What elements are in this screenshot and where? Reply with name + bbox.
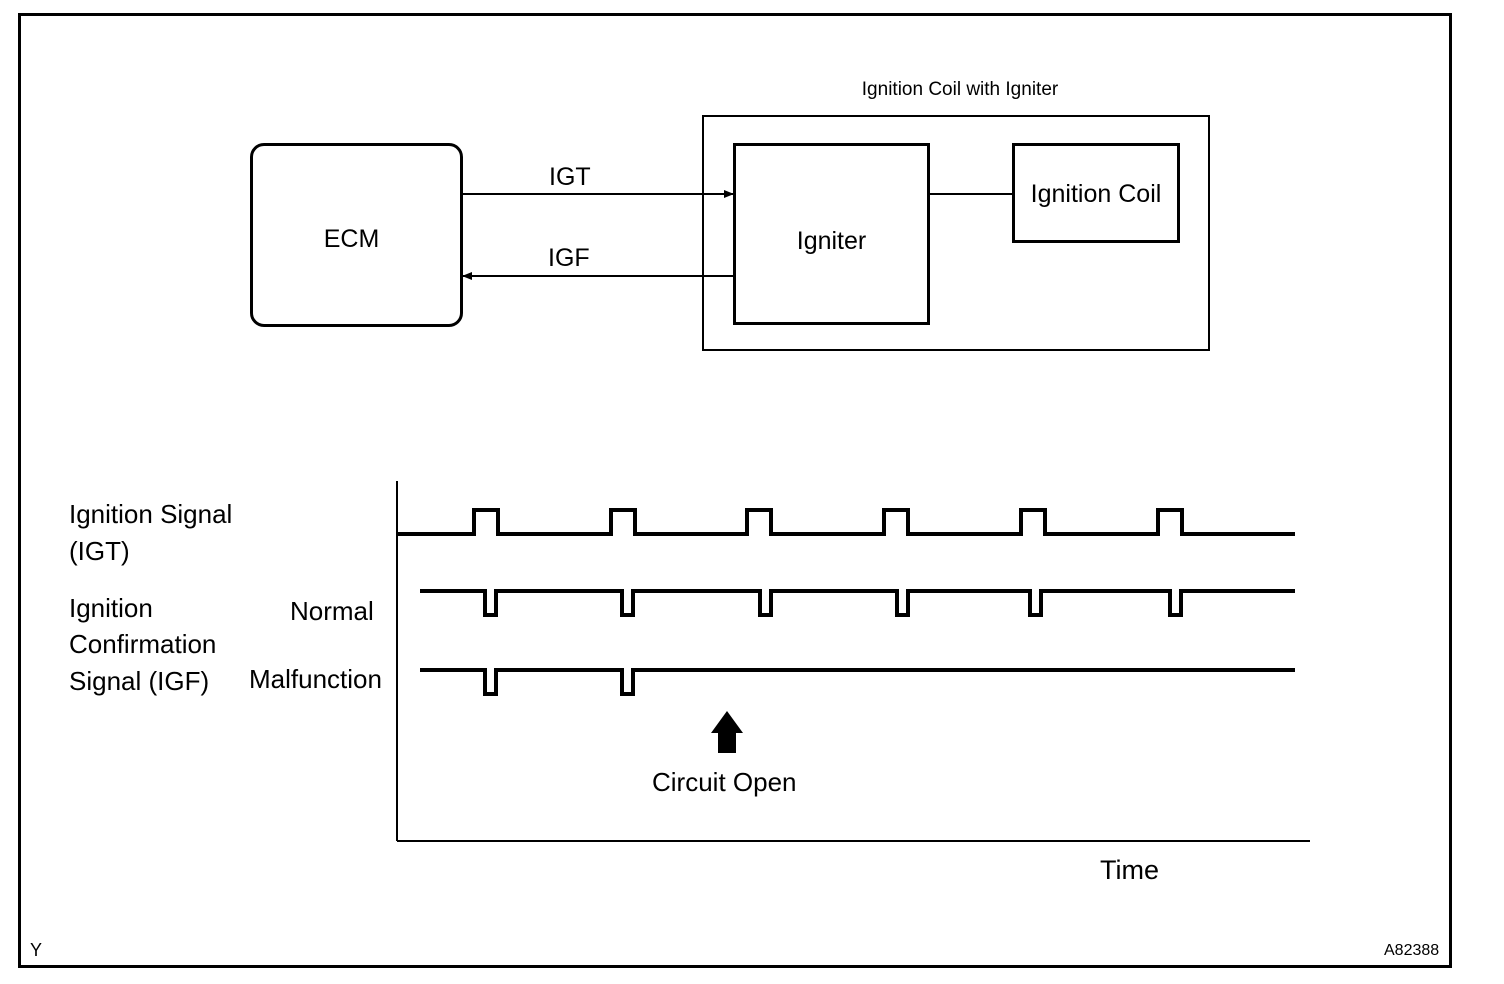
malfunction-row-label: Malfunction bbox=[249, 664, 382, 694]
figure-id: A82388 bbox=[1384, 942, 1440, 959]
time-axis-label: Time bbox=[1100, 855, 1159, 885]
ignition-coil-with-igniter-assembly bbox=[702, 115, 1210, 351]
igf-signal-label: IGF bbox=[548, 244, 590, 272]
igt-waveform bbox=[398, 508, 1295, 536]
igniter-block bbox=[733, 143, 930, 325]
igf-normal-waveform bbox=[420, 589, 1295, 617]
igt-row-label-line1: Ignition Signal bbox=[69, 499, 233, 529]
circuit-open-arrow-icon bbox=[711, 711, 743, 753]
igniter-label: Igniter bbox=[796, 227, 867, 255]
igt-row-label-line2: (IGT) bbox=[69, 536, 130, 566]
circuit-open-label: Circuit Open bbox=[652, 767, 797, 797]
ignition-coil-label: Ignition Coil bbox=[1030, 180, 1162, 208]
normal-row-label: Normal bbox=[290, 596, 374, 626]
igf-row-label-line1: Ignition bbox=[69, 593, 153, 623]
ecm-label: ECM bbox=[323, 225, 380, 253]
corner-code: Y bbox=[30, 940, 43, 960]
figure-frame bbox=[18, 13, 1452, 968]
ecm-block bbox=[250, 143, 463, 327]
ignition-coil-block bbox=[1012, 143, 1180, 243]
igf-row-label-line2: Confirmation bbox=[69, 629, 217, 659]
igt-signal-label: IGT bbox=[549, 163, 591, 191]
igf-row-label-line3: Signal (IGF) bbox=[69, 666, 210, 696]
igf-malfunction-waveform bbox=[420, 668, 1295, 696]
assembly-label: Ignition Coil with Igniter bbox=[861, 79, 1059, 100]
